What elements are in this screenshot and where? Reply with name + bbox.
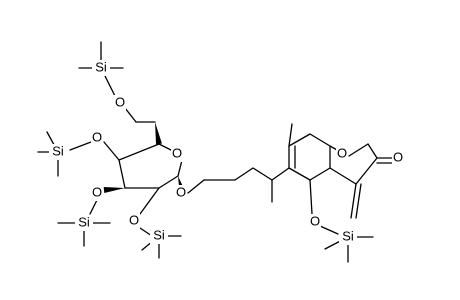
double-bond <box>350 183 357 219</box>
ring-bond <box>118 143 160 161</box>
ring-bond <box>118 159 126 189</box>
c-o-bond <box>309 179 313 215</box>
chain-bond <box>271 167 290 181</box>
ring-bond <box>367 143 378 159</box>
methyl-bond <box>288 123 293 147</box>
atom-label-o-ring: O <box>172 145 182 160</box>
atom-label-o-2: O <box>129 212 139 227</box>
atom-label-backdrop <box>91 130 103 146</box>
ring-bond <box>309 167 331 181</box>
atom-label-o-3: O <box>92 184 102 199</box>
atom-label-backdrop <box>92 60 110 76</box>
ring-bond <box>329 145 338 151</box>
o-si-bond <box>89 199 98 215</box>
o-si-bond <box>69 141 92 151</box>
o-ch2-bond <box>124 107 137 123</box>
atom-label-backdrop <box>75 215 93 231</box>
atom-label-backdrop <box>49 144 67 160</box>
wedge-bond <box>103 187 125 193</box>
atom-label-si-2: Si <box>153 227 165 242</box>
o-si-bond <box>319 225 339 235</box>
ring-bond <box>288 167 311 181</box>
atom-label-si-4: Si <box>52 143 64 158</box>
ring-bond <box>348 143 369 157</box>
atom-label-backdrop <box>339 229 357 245</box>
chain-bond <box>252 167 273 181</box>
atom-label-backdrop <box>171 146 183 162</box>
atom-label-o-lactone-ring: O <box>337 145 347 160</box>
double-bond <box>355 183 362 219</box>
atom-label-backdrop <box>114 95 126 111</box>
atom-label-si-6: Si <box>95 59 107 74</box>
ring-bond <box>158 175 179 189</box>
atom-label-o-4: O <box>92 129 102 144</box>
ring-bond <box>177 159 183 177</box>
c-o-bond <box>103 141 120 161</box>
ring-bond <box>355 157 378 185</box>
atom-label-backdrop <box>309 214 321 230</box>
atom-label-backdrop <box>175 185 187 201</box>
atom-label-si-aglycone: Si <box>342 228 354 243</box>
atom-label-si-3: Si <box>78 214 90 229</box>
ring-bond <box>309 133 331 147</box>
atom-label-o-6: O <box>115 94 125 109</box>
o-ch2-bond <box>187 179 205 194</box>
ring-bond <box>329 167 357 185</box>
atom-label-backdrop <box>336 146 348 162</box>
atom-label-backdrop <box>91 185 103 201</box>
atom-label-backdrop <box>128 213 140 229</box>
atom-label-backdrop <box>392 150 404 166</box>
atom-label-o-glycosidic: O <box>176 184 186 199</box>
ring-bond <box>288 133 311 147</box>
wedge-bond <box>155 122 162 145</box>
chain-bond <box>234 167 254 181</box>
c-o-bond <box>139 187 160 215</box>
atom-label-backdrop <box>150 228 168 244</box>
ring-bond <box>158 143 172 151</box>
atom-label-o-carbonyl: O <box>393 149 403 164</box>
wedge-bond <box>178 176 183 188</box>
atom-label-o-aglycone: O <box>310 213 320 228</box>
